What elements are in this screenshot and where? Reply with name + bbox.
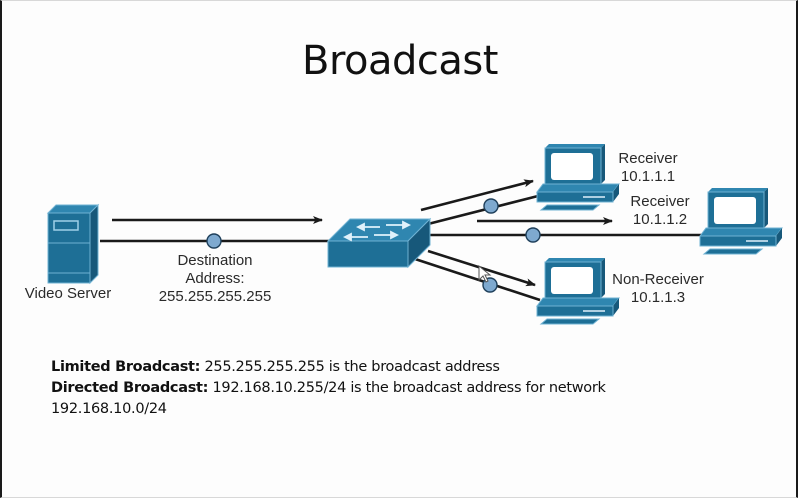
destination-label-line2: Address: xyxy=(185,270,245,287)
host-3-ip: 10.1.1.3 xyxy=(630,289,686,306)
host-1-ip: 10.1.1.1 xyxy=(620,168,676,185)
packet-dot-source xyxy=(206,233,222,249)
note-limited-broadcast: Limited Broadcast: 255.255.255.255 is th… xyxy=(51,357,771,378)
mouse-cursor-icon xyxy=(478,264,492,283)
destination-label-line1: Destination xyxy=(177,252,253,269)
packet-dot-host-1 xyxy=(483,198,499,214)
host-2-role: Receiver xyxy=(630,193,690,210)
host-1-role: Receiver xyxy=(618,150,678,167)
host-2-ip: 10.1.1.2 xyxy=(632,211,688,228)
switch-icon xyxy=(326,217,432,269)
note-term: Directed Broadcast: xyxy=(51,380,209,396)
host-3-role: Non-Receiver xyxy=(612,271,704,288)
destination-label-line3: 255.255.255.255 xyxy=(158,288,272,305)
workstation-icon-host-1 xyxy=(536,144,620,211)
slide-title: Broadcast xyxy=(302,38,498,84)
notes: Limited Broadcast: 255.255.255.255 is th… xyxy=(51,357,771,420)
link-switch-host-1 xyxy=(427,194,539,226)
source-label: Video Server xyxy=(24,285,112,302)
packet-dot-host-2 xyxy=(525,227,541,243)
note-text: 255.255.255.255 is the broadcast address xyxy=(200,359,500,375)
host-3-label: Non-Receiver 10.1.1.3 xyxy=(606,271,710,307)
arrow-to-host-1 xyxy=(420,179,534,212)
destination-address-label: Destination Address: 255.255.255.255 xyxy=(140,252,290,306)
workstation-icon-host-3 xyxy=(536,258,620,325)
note-directed-broadcast: Directed Broadcast: 192.168.10.255/24 is… xyxy=(51,378,691,420)
host-2-label: Receiver 10.1.1.2 xyxy=(620,193,700,229)
note-text: 192.168.10.255/24 is the broadcast addre… xyxy=(51,380,606,417)
workstation-icon-host-2 xyxy=(699,188,783,255)
link-switch-host-3 xyxy=(411,256,541,302)
note-term: Limited Broadcast: xyxy=(51,359,201,375)
server-icon xyxy=(46,203,100,285)
host-1-label: Receiver 10.1.1.1 xyxy=(608,150,688,186)
